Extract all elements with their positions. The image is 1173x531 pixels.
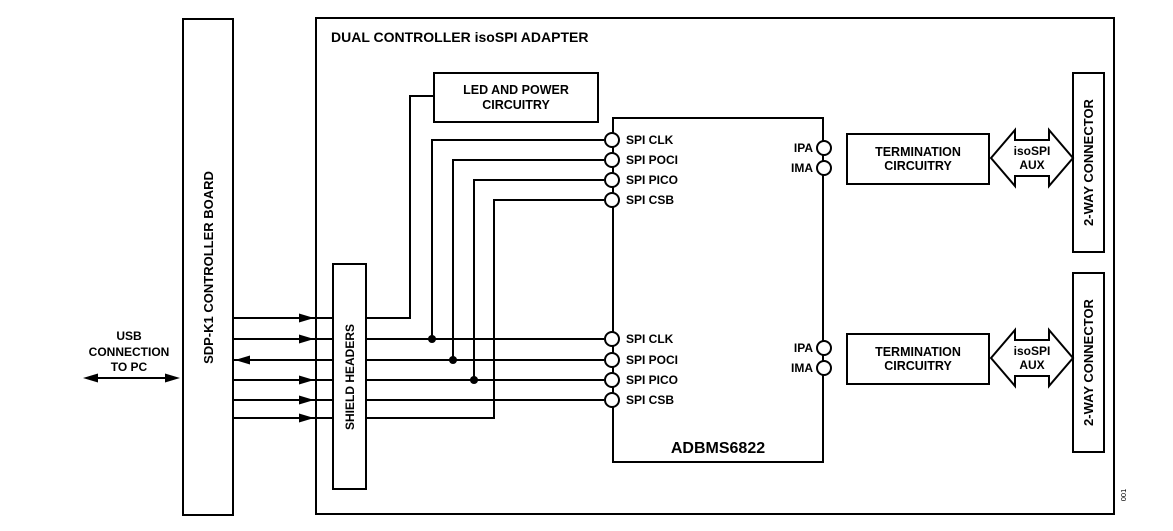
termination-label-bottom: TERMINATION CIRCUITRY (875, 345, 961, 373)
pin-circle (816, 340, 832, 356)
shield-headers-label: SHIELD HEADERS (342, 323, 357, 430)
pin-circle (604, 372, 620, 388)
usb-connection-label: USB CONNECTION TO PC (88, 329, 170, 374)
two-way-connector-label-top: 2-WAY CONNECTOR (1081, 99, 1096, 226)
sdp-k1-board-box (182, 18, 234, 516)
pin-label-spi-poci-top: SPI POCI (626, 153, 679, 167)
two-way-connector-label-bottom: 2-WAY CONNECTOR (1081, 299, 1096, 426)
pin-circle (604, 392, 620, 408)
spi-wires-top-channel (367, 139, 604, 419)
arrowhead-right (299, 413, 314, 423)
pin-label-spi-pico-bottom: SPI PICO (626, 373, 679, 387)
led-power-label: LED AND POWER CIRCUITRY (463, 82, 569, 112)
pin-circle (604, 192, 620, 208)
sdp-to-shield-wires (234, 313, 332, 423)
usb-double-arrow (83, 373, 180, 383)
arrowhead-right (299, 334, 314, 344)
isospi-aux-arrow-top (989, 127, 1075, 189)
pin-label-spi-csb-top: SPI CSB (626, 193, 675, 207)
isospi-aux-arrows (989, 127, 1075, 389)
pin-circle (604, 172, 620, 188)
pin-label-spi-clk-bottom: SPI CLK (626, 332, 674, 346)
pin-circle (816, 140, 832, 156)
two-way-connector-box-bottom (1072, 272, 1105, 453)
adbms6822-label: ADBMS6822 (670, 440, 766, 457)
shield-headers-box (332, 263, 367, 490)
pin-label-ima-top: IMA (791, 161, 813, 175)
figure-number: 001 (1119, 488, 1128, 502)
isospi-aux-arrow-bottom (989, 327, 1075, 389)
junction-dots (428, 335, 478, 384)
arrowhead-right (299, 375, 314, 385)
led-power-box (433, 72, 599, 123)
pin-label-spi-poci-bottom: SPI POCI (626, 353, 679, 367)
termination-box-top (846, 133, 990, 185)
pin-label-spi-csb-bottom: SPI CSB (626, 393, 675, 407)
isospi-aux-label-bottom: isoSPI AUX (1013, 344, 1051, 372)
spi-wires-bottom-channel (367, 338, 604, 401)
diagram-title: DUAL CONTROLLER isoSPI ADAPTER (331, 29, 589, 45)
arrowhead-right (299, 395, 314, 405)
pin-label-ima-bottom: IMA (791, 361, 813, 375)
pin-circle (604, 352, 620, 368)
led-power-wire (367, 95, 433, 319)
pin-circle (816, 360, 832, 376)
pin-circle (604, 132, 620, 148)
isospi-aux-label-top: isoSPI AUX (1013, 144, 1051, 172)
adbms6822-box (612, 117, 824, 463)
arrowhead-left (235, 355, 250, 365)
pin-circle (604, 331, 620, 347)
pin-label-ipa-bottom: IPA (793, 341, 813, 355)
sdp-k1-board-label: SDP-K1 CONTROLLER BOARD (200, 170, 216, 364)
pin-circles (604, 132, 832, 408)
arrowhead-right (299, 313, 314, 323)
termination-label-top: TERMINATION CIRCUITRY (875, 145, 961, 173)
pin-circle (816, 160, 832, 176)
pin-label-spi-pico-top: SPI PICO (626, 173, 679, 187)
two-way-connector-box-top (1072, 72, 1105, 253)
termination-box-bottom (846, 333, 990, 385)
pin-label-ipa-top: IPA (793, 141, 813, 155)
pin-circle (604, 152, 620, 168)
pin-label-spi-clk-top: SPI CLK (626, 133, 674, 147)
